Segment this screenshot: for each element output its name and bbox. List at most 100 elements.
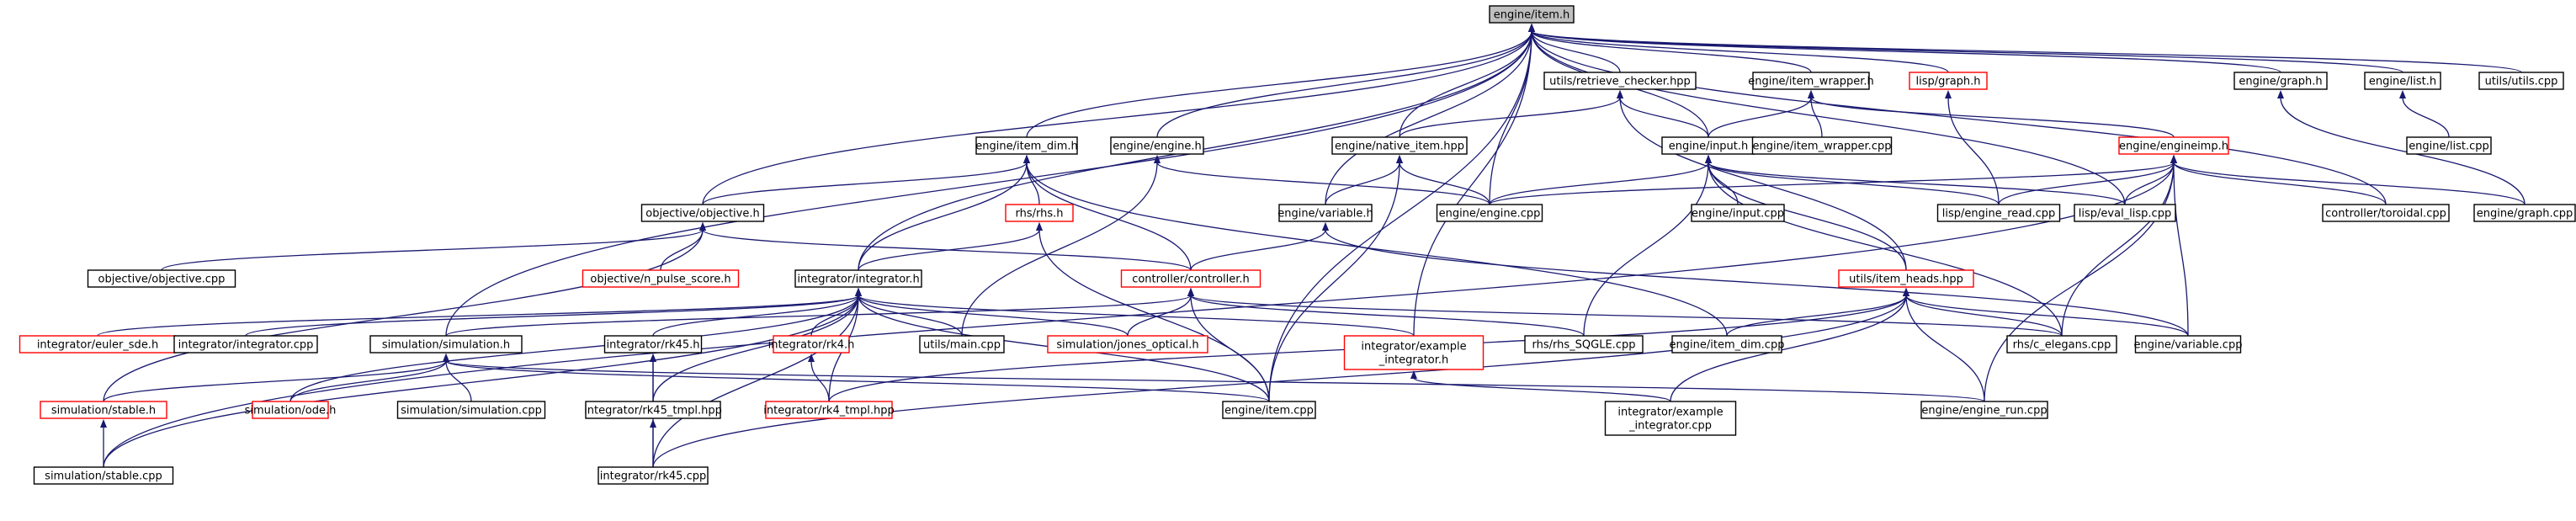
- edge-retrieve-checker-hpp-includes-item-h: [1528, 24, 1621, 73]
- node-label: simulation/ode.h: [245, 405, 337, 417]
- node-integrator-cpp[interactable]: integrator/integrator.cpp: [173, 335, 318, 354]
- node-item-heads-hpp[interactable]: utils/item_heads.hpp: [1838, 269, 1974, 288]
- node-rk4-tmpl-hpp[interactable]: integrator/rk4_tmpl.hpp: [763, 401, 895, 419]
- node-integrator-h[interactable]: integrator/integrator.h: [794, 269, 922, 288]
- node-simulation-h[interactable]: simulation/simulation.h: [369, 335, 523, 354]
- edge-engine-graph-h-includes-item-h: [1528, 24, 2281, 73]
- edge-lisp-graph-h-includes-item-h: [1528, 24, 1949, 73]
- node-objective-cpp[interactable]: objective/objective.cpp: [87, 269, 236, 288]
- node-box: [2473, 204, 2576, 222]
- edge-utils-cpp-includes-item-h: [1528, 24, 2522, 73]
- node-label: engine/list.h: [2369, 76, 2436, 88]
- node-engineimp-h[interactable]: engine/engineimp.h: [2118, 136, 2229, 155]
- node-toroidal-cpp[interactable]: controller/toroidal.cpp: [2322, 204, 2450, 222]
- node-label: simulation/simulation.cpp: [401, 405, 542, 417]
- edge-native-item-hpp-includes-retrieve-checker-hpp: [1399, 90, 1623, 138]
- node-label: utils/utils.cpp: [2485, 76, 2558, 88]
- edge-example-integrator-cpp-includes-example-integrator-h: [1410, 370, 1671, 402]
- edge-engine-run-cpp-includes-item-heads-hpp: [1903, 288, 1985, 402]
- node-box: [40, 401, 167, 419]
- node-controller-h[interactable]: controller/controller.h: [1120, 269, 1261, 288]
- node-stable-h[interactable]: simulation/stable.h: [40, 401, 167, 419]
- node-item-wrapper-h[interactable]: engine/item_wrapper.h: [1748, 72, 1874, 90]
- node-rhs-sqgle-cpp[interactable]: rhs/rhs_SQGLE.cpp: [1524, 335, 1644, 354]
- edge-c-elegans-cpp-includes-item-heads-hpp: [1903, 288, 2063, 337]
- node-input-h[interactable]: engine/input.h: [1661, 136, 1755, 155]
- node-euler-sde-h[interactable]: integrator/euler_sde.h: [19, 335, 177, 354]
- node-variable-cpp[interactable]: engine/variable.cpp: [2134, 335, 2243, 354]
- node-rk4-h[interactable]: integrator/rk4.h: [768, 335, 855, 354]
- node-rk45-tmpl-hpp[interactable]: integrator/rk45_tmpl.hpp: [584, 401, 722, 419]
- node-box: [582, 269, 740, 288]
- node-input-cpp[interactable]: engine/input.cpp: [1691, 204, 1785, 222]
- edge-objective-h-includes-item-dim-h: [702, 155, 1030, 205]
- edge-engine-cpp-includes-input-h: [1489, 155, 1712, 205]
- node-graph-cpp[interactable]: engine/graph.cpp: [2473, 204, 2576, 222]
- node-engine-engine-h[interactable]: engine/engine.h: [1110, 136, 1204, 155]
- node-label: engine/item.cpp: [1224, 405, 1314, 417]
- node-objective-h[interactable]: objective/objective.h: [640, 204, 765, 222]
- node-n-pulse-score-h[interactable]: objective/n_pulse_score.h: [582, 269, 740, 288]
- edge-integrator-h-includes-rhs-h: [858, 222, 1043, 271]
- edge-engine-cpp-includes-engine-engine-h: [1154, 155, 1490, 205]
- node-utils-main-cpp[interactable]: utils/main.cpp: [919, 335, 1005, 354]
- node-stable-cpp[interactable]: simulation/stable.cpp: [33, 466, 174, 485]
- edge-objective-h-includes-item-h: [702, 24, 1535, 205]
- node-box: [2478, 72, 2564, 90]
- node-utils-cpp[interactable]: utils/utils.cpp: [2478, 72, 2564, 90]
- node-item-wrapper-cpp[interactable]: engine/item_wrapper.cpp: [1751, 136, 1893, 155]
- edge-eval-lisp-cpp-includes-input-h: [1705, 155, 2126, 205]
- node-retrieve-checker-hpp[interactable]: utils/retrieve_checker.hpp: [1543, 72, 1697, 90]
- node-box: [1936, 204, 2061, 222]
- edge-euler-sde-h-includes-integrator-h: [97, 288, 862, 337]
- node-example-integrator-h[interactable]: integrator/example_integrator.h: [1343, 335, 1485, 370]
- node-engine-graph-h[interactable]: engine/graph.h: [2233, 72, 2328, 90]
- edge-input-h-includes-retrieve-checker-hpp: [1617, 90, 1709, 138]
- node-item-dim-h[interactable]: engine/item_dim.h: [975, 136, 1078, 155]
- edge-engine-read-cpp-includes-input-h: [1705, 155, 2000, 205]
- node-box: [765, 401, 893, 419]
- node-rk45-h[interactable]: integrator/rk45.h: [603, 335, 703, 354]
- edge-item-dim-cpp-includes-item-heads-hpp: [1726, 288, 1909, 337]
- node-box: [396, 401, 546, 419]
- node-native-item-hpp[interactable]: engine/native_item.hpp: [1331, 136, 1468, 155]
- node-label: simulation/jones_optical.h: [1056, 339, 1198, 352]
- node-label: rhs/rhs_SQGLE.cpp: [1532, 339, 1636, 352]
- node-list-cpp[interactable]: engine/list.cpp: [2406, 136, 2492, 155]
- edge-jones-optical-h-includes-controller-h: [1127, 288, 1194, 337]
- edge-integrator-cpp-includes-integrator-h: [245, 288, 862, 337]
- node-item-cpp[interactable]: engine/item.cpp: [1222, 401, 1316, 419]
- edge-item-cpp-includes-controller-h: [1187, 288, 1270, 402]
- node-box: [1489, 5, 1575, 24]
- node-engine-run-cpp[interactable]: engine/engine_run.cpp: [1920, 401, 2048, 419]
- node-item-dim-cpp[interactable]: engine/item_dim.cpp: [1670, 335, 1785, 354]
- node-lisp-graph-h[interactable]: lisp/graph.h: [1909, 72, 1988, 90]
- node-eval-lisp-cpp[interactable]: lisp/eval_lisp.cpp: [2074, 204, 2176, 222]
- node-rhs-h[interactable]: rhs/rhs.h: [1005, 204, 1074, 222]
- node-box: [1343, 335, 1485, 370]
- edge-graph-cpp-includes-engineimp-h: [2170, 155, 2526, 205]
- node-simulation-cpp[interactable]: simulation/simulation.cpp: [396, 401, 546, 419]
- node-box: [1331, 136, 1468, 155]
- node-engine-cpp[interactable]: engine/engine.cpp: [1436, 204, 1543, 222]
- node-rk45-cpp[interactable]: integrator/rk45.cpp: [598, 466, 709, 485]
- node-engine-list-h[interactable]: engine/list.h: [2364, 72, 2441, 90]
- edge-integrator-h-includes-item-dim-h: [858, 155, 1030, 271]
- node-variable-h[interactable]: engine/variable.h: [1277, 204, 1373, 222]
- node-label: controller/controller.h: [1132, 274, 1250, 286]
- node-engine-read-cpp[interactable]: lisp/engine_read.cpp: [1936, 204, 2061, 222]
- node-box: [598, 466, 709, 485]
- node-label: integrator/euler_sde.h: [37, 339, 158, 352]
- node-label: integrator/example: [1361, 341, 1466, 354]
- node-box: [1543, 72, 1697, 90]
- node-label: engine/graph.h: [2239, 76, 2322, 88]
- node-box: [919, 335, 1005, 354]
- node-ode-h[interactable]: simulation/ode.h: [245, 401, 337, 419]
- node-example-integrator-cpp[interactable]: integrator/example_integrator.cpp: [1604, 401, 1737, 436]
- node-jones-optical-h[interactable]: simulation/jones_optical.h: [1047, 335, 1208, 354]
- node-box: [369, 335, 523, 354]
- node-box: [585, 401, 721, 419]
- node-item-h[interactable]: engine/item.h: [1489, 5, 1575, 24]
- node-c-elegans-cpp[interactable]: rhs/c_elegans.cpp: [2006, 335, 2117, 354]
